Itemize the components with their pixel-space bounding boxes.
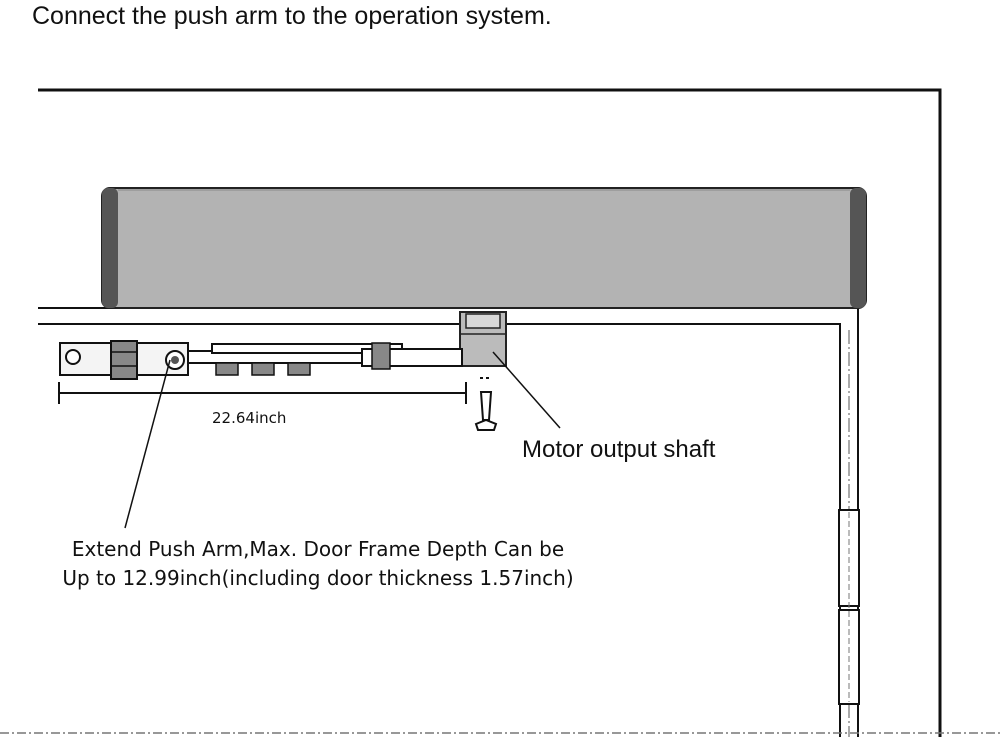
instruction-heading: Connect the push arm to the operation sy… xyxy=(32,2,552,30)
push-arm-note-line1: Extend Push Arm,Max. Door Frame Depth Ca… xyxy=(71,537,565,561)
mounting-screw xyxy=(474,377,498,431)
push-arm-leader-line xyxy=(124,359,171,529)
push-arm xyxy=(59,340,463,380)
dimension-line xyxy=(58,382,467,404)
door-hinge xyxy=(838,509,860,705)
wall-outline xyxy=(38,88,942,737)
push-arm-note-line2: Up to 12.99inch(including door thickness… xyxy=(62,566,574,590)
door-frame-inner xyxy=(38,323,841,737)
arm-length-dimension-label: 22.64inch xyxy=(212,409,287,427)
motor-output-shaft-label: Motor output shaft xyxy=(522,436,716,463)
door-operator-body xyxy=(101,187,867,309)
motor-shaft-leader-line xyxy=(492,351,561,429)
